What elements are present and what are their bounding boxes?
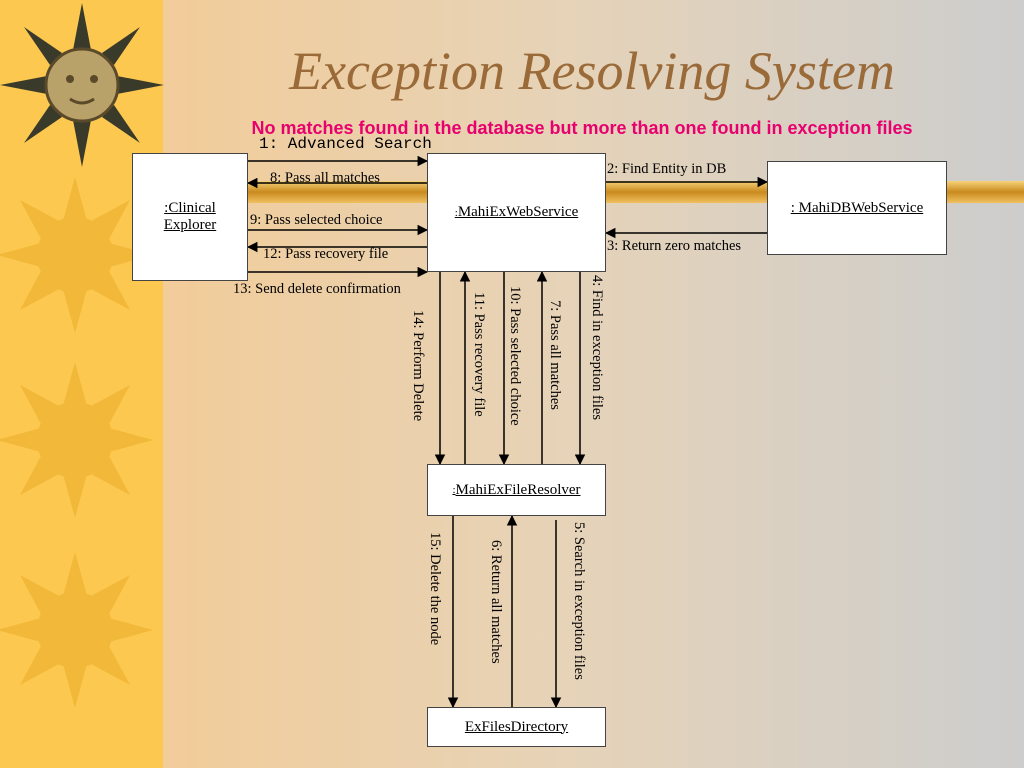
mahi-ex-web-service-prefix: : <box>454 206 458 219</box>
mahi-ex-file-resolver-name: MahiExFileResolver <box>455 481 581 498</box>
clinical-explorer-line1: :Clinical <box>164 200 216 216</box>
message-label-10: 10: Pass selected choice <box>507 286 523 426</box>
slide-subtitle: No matches found in the database but mor… <box>251 118 913 138</box>
slide-title: Exception Resolving System <box>289 41 895 101</box>
sun-icon <box>0 552 153 708</box>
clinical-explorer-line2: Explorer <box>163 217 217 233</box>
message-label-2: 2: Find Entity in DB <box>607 161 727 177</box>
message-label-8: 8: Pass all matches <box>270 170 380 186</box>
message-label-9: 9: Pass selected choice <box>250 212 383 228</box>
sun-icon <box>0 177 153 333</box>
message-label-3: 3: Return zero matches <box>607 238 742 254</box>
mahi-ex-web-service-name: MahiExWebService <box>457 204 579 220</box>
mahi-db-web-service-name: : MahiDBWebService <box>790 199 924 216</box>
ex-files-directory-name: ExFilesDirectory <box>464 718 569 735</box>
message-label-13: 13: Send delete confirmation <box>233 281 401 297</box>
sun-icon <box>0 3 164 167</box>
message-label-15: 15: Delete the node <box>427 532 443 646</box>
mahi-ex-file-resolver-prefix: : <box>452 484 456 496</box>
clinical-explorer-box: :Clinical Explorer <box>132 153 248 281</box>
sun-icon <box>0 362 153 518</box>
mahi-ex-file-resolver-box: :MahiExFileResolver <box>427 464 606 516</box>
message-label-12: 12: Pass recovery file <box>263 246 389 262</box>
message-label-6: 6: Return all matches <box>488 540 504 664</box>
mahi-ex-web-service-box: : MahiExWebService <box>427 153 606 272</box>
message-label-4: 4: Find in exception files <box>589 275 605 420</box>
ex-files-directory-box: ExFilesDirectory <box>427 707 606 747</box>
message-label-7: 7: Pass all matches <box>547 300 563 410</box>
message-label-14: 14: Perform Delete <box>410 310 426 422</box>
message-label-11: 11: Pass recovery file <box>471 292 487 417</box>
message-label-1: 1: Advanced Search <box>259 135 432 153</box>
message-label-5: 5: Search in exception files <box>571 522 587 680</box>
mahi-db-web-service-box: : MahiDBWebService <box>767 161 947 255</box>
